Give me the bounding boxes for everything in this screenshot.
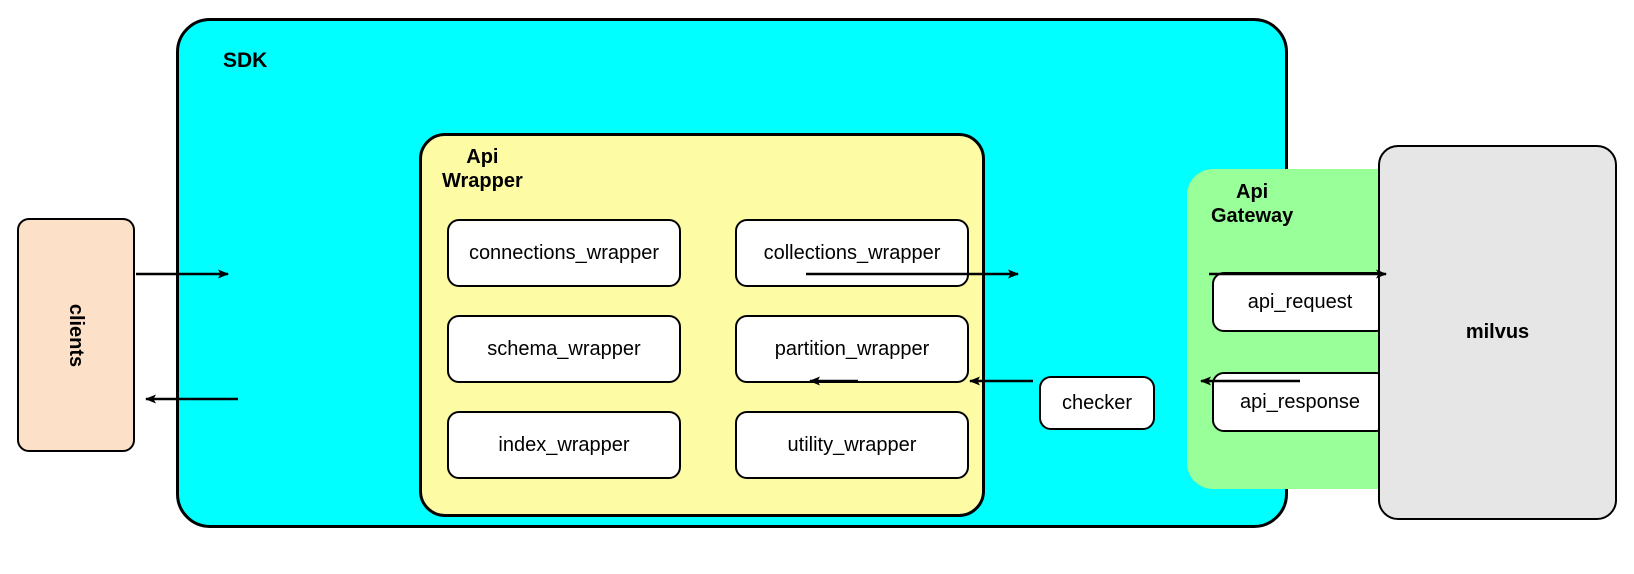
node-checker[interactable]: checker: [1039, 376, 1155, 430]
sdk-container-label: SDK: [223, 49, 268, 72]
node-partition-wrapper[interactable]: partition_wrapper: [735, 315, 969, 383]
sdk-container: SDK Api Wrapper connections_wrapper coll…: [176, 18, 1417, 528]
node-schema-wrapper[interactable]: schema_wrapper: [447, 315, 681, 383]
node-index-wrapper[interactable]: index_wrapper: [447, 411, 681, 479]
node-connections-wrapper[interactable]: connections_wrapper: [447, 219, 681, 287]
node-utility-wrapper[interactable]: utility_wrapper: [735, 411, 969, 479]
node-clients[interactable]: clients: [17, 218, 135, 452]
node-clients-label: clients: [65, 303, 88, 367]
node-milvus[interactable]: milvus: [1378, 145, 1617, 520]
node-collections-wrapper[interactable]: collections_wrapper: [735, 219, 969, 287]
node-api-response[interactable]: api_response: [1212, 372, 1388, 432]
api-wrapper-container: Api Wrapper connections_wrapper collecti…: [419, 133, 985, 517]
api-wrapper-container-label: Api Wrapper: [442, 146, 523, 192]
api-gateway-container-label: Api Gateway: [1211, 181, 1294, 227]
node-api-request[interactable]: api_request: [1212, 272, 1388, 332]
